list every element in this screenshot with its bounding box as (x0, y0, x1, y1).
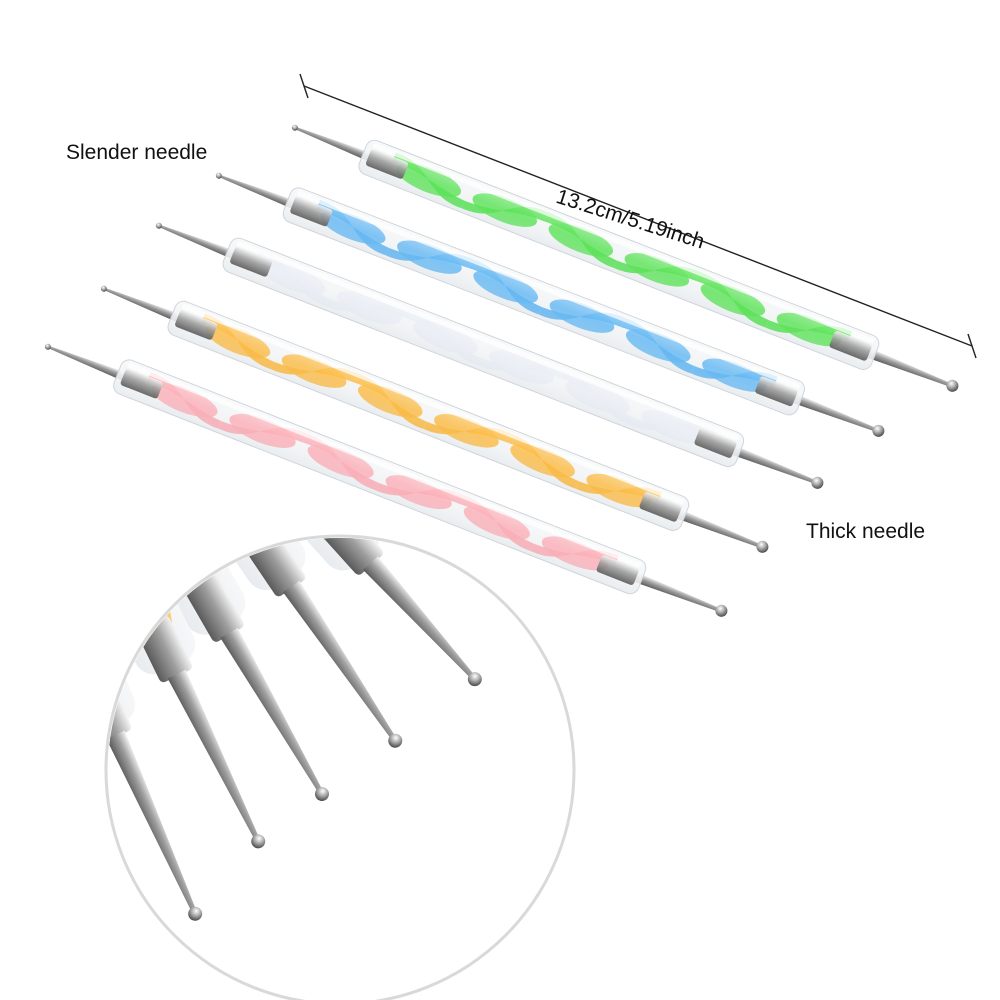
thick-needle (865, 347, 952, 387)
slender-needle (158, 224, 237, 260)
thick-needle-label: Thick needle (806, 520, 926, 543)
length-dimension-line (299, 73, 977, 359)
dotting-tool-white (155, 222, 824, 489)
dotting-tool-orange (100, 285, 769, 553)
close-up-inset (104, 534, 576, 1000)
dotting-tool-pink (44, 343, 728, 617)
thick-needle (730, 444, 817, 484)
thick-needle (791, 393, 878, 432)
slender-needle (103, 287, 182, 323)
close-up-tip-green (222, 538, 482, 687)
thick-needle (632, 572, 721, 612)
slender-needle (294, 126, 372, 162)
dotting-tool-blue (215, 172, 885, 437)
close-up-tip-pink (108, 547, 203, 921)
slender-needle (47, 345, 127, 382)
slender-needle (218, 174, 297, 210)
slender-needle-label: Slender needle (66, 141, 208, 164)
dotting-tools (44, 124, 959, 617)
dotting-tool-green (291, 124, 959, 392)
thick-needle (675, 508, 762, 548)
